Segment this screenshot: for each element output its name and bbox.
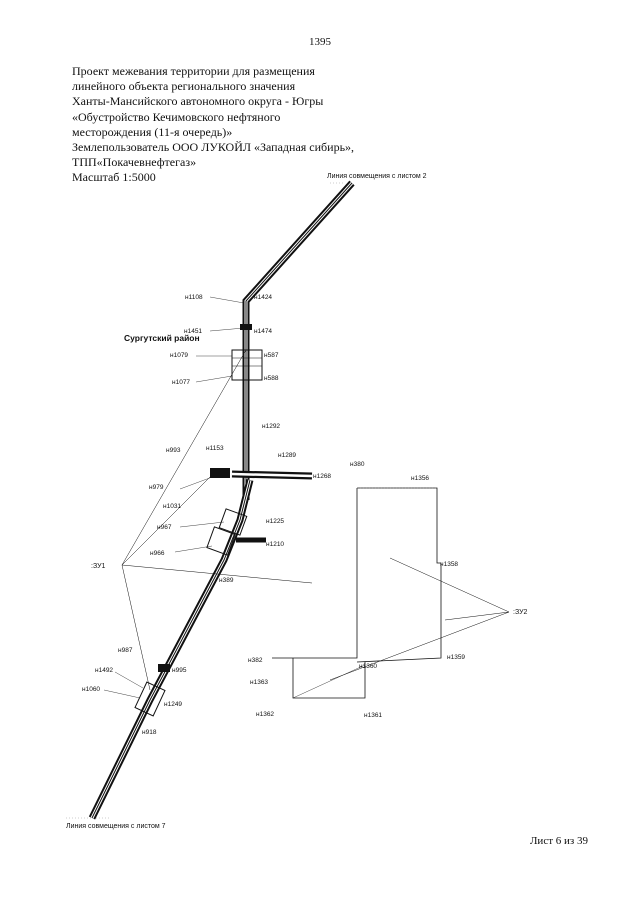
point-label: н1358 [440,561,458,568]
point-label: н1451 [184,328,202,335]
pipeline-corridor [88,180,355,820]
point-label: н1359 [447,654,465,661]
header-line: Ханты-Мансийского автономного округа - Ю… [72,94,324,109]
point-label: н995 [172,667,187,674]
point-label: н1292 [262,423,280,430]
point-label: н979 [149,484,164,491]
parcel-boundary [272,487,442,699]
point-label: н1225 [266,518,284,525]
point-label: н987 [118,647,133,654]
point-label: н1362 [256,711,274,718]
leader-lines [121,349,510,691]
match-line-top-label: Линия совмещения с листом 2 [327,173,427,180]
point-label: н1363 [250,679,268,686]
district-label: Сургутский район [124,333,200,343]
point-label: н1210 [266,541,284,548]
point-label: н1079 [170,352,188,359]
point-label: н380 [350,461,365,468]
match-line-bottom-label: Линия совмещения с листом 7 [66,823,166,830]
header-line: «Обустройство Кечимовского нефтяного [72,109,281,124]
point-label: н587 [264,352,279,359]
point-label: н993 [166,447,181,454]
sheet-number: Лист 6 из 39 [529,835,588,847]
point-label: н966 [150,550,165,557]
header-line: линейного объекта регионального значения [72,79,296,94]
document-header: Проект межевания территории для размещен… [72,64,402,186]
point-label: н1031 [163,503,181,510]
point-label: н967 [157,524,172,531]
point-label: н1289 [278,452,296,459]
header-line: ТПП«Покачевнефтегаз» [72,155,197,170]
point-label: н1249 [164,701,182,708]
header-line: Проект межевания территории для размещен… [72,64,315,78]
point-label: н1474 [254,328,272,335]
parcel-label: :ЗУ2 [513,609,528,616]
point-leaders [103,296,245,699]
point-label: н1424 [254,294,272,301]
point-label: н1077 [172,379,190,386]
point-label: н1268 [313,473,331,480]
point-label: н389 [219,577,234,584]
point-label: н918 [142,729,157,736]
point-label: н1361 [364,712,382,719]
site-pads [134,324,263,717]
point-label: н588 [264,375,279,382]
page-number: 1395 [309,36,331,48]
point-label: н1108 [185,294,203,301]
header-line: Землепользователь ООО ЛУКОЙЛ «Западная с… [72,140,355,155]
point-label: н1060 [82,686,100,693]
point-label: н1153 [206,445,224,452]
point-label: н382 [248,657,263,664]
parcel-label: :ЗУ1 [91,563,106,570]
point-label: н1360 [359,663,377,670]
point-label: н1492 [95,667,113,674]
header-line: месторождения (11-я очередь)» [72,124,233,139]
point-label: н1356 [411,475,429,482]
header-line: Масштаб 1:5000 [72,170,156,185]
